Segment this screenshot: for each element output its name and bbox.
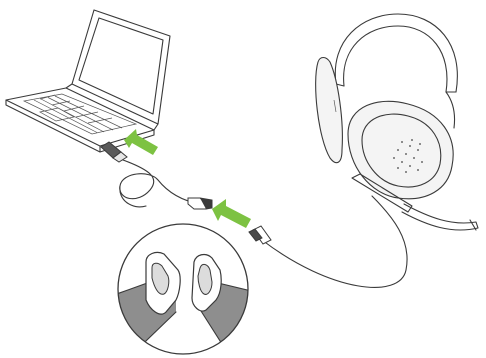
headset-icon: [262, 14, 478, 287]
laptop-icon: [6, 10, 170, 152]
usb-c-plug-icon: [249, 226, 271, 244]
connector-detail: [90, 224, 272, 358]
arrow-icon: [212, 199, 251, 228]
usb-c-cable: [120, 160, 212, 209]
arrow-icon: [124, 129, 158, 155]
